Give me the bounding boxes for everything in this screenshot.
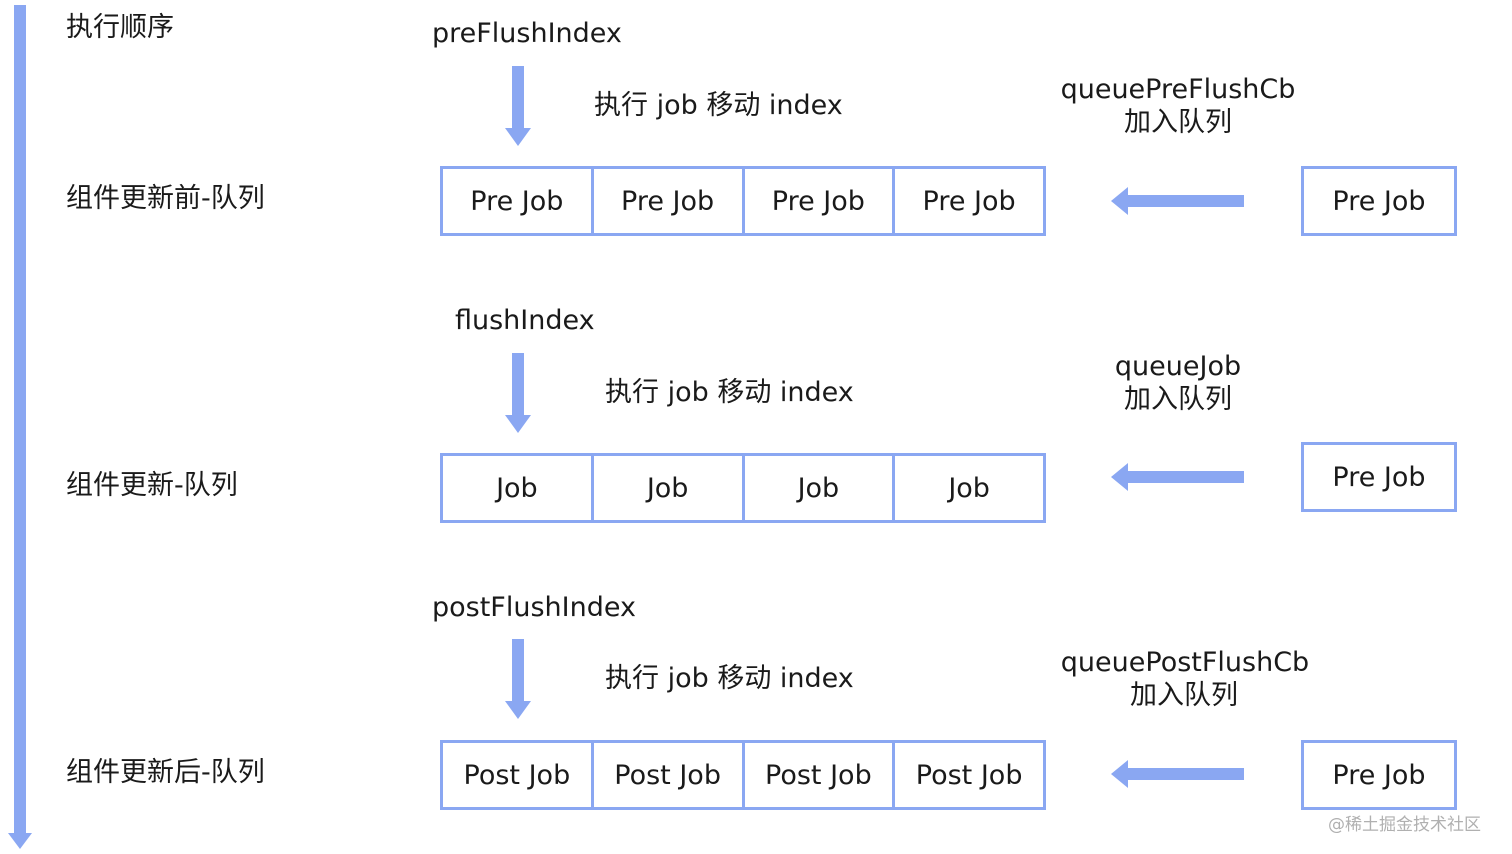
queue-cell: Job xyxy=(948,472,990,504)
enqueue-arrow-post xyxy=(1111,760,1244,788)
api-action-flush: 加入队列 xyxy=(1124,384,1232,415)
queue-cell: Job xyxy=(594,456,745,520)
timeline-title: 执行顺序 xyxy=(66,12,174,43)
index-arrow-pre xyxy=(505,66,531,146)
queue-cell: Post Job xyxy=(443,743,594,807)
queue-cell: Pre Job xyxy=(443,169,594,233)
api-name-flush: queueJob xyxy=(1114,351,1242,382)
section-label-pre: 组件更新前-队列 xyxy=(66,183,265,214)
queue-post: Post Job Post Job Post Job Post Job xyxy=(440,740,1046,810)
queue-cell: Job xyxy=(745,456,896,520)
api-action-post: 加入队列 xyxy=(1130,680,1238,711)
enqueue-arrow-pre xyxy=(1111,187,1244,215)
index-arrow-post xyxy=(505,639,531,719)
api-action-pre: 加入队列 xyxy=(1124,107,1232,138)
queue-cell: Post Job xyxy=(745,743,896,807)
queue-flush: Job Job Job Job xyxy=(440,453,1046,523)
watermark: @稀土掘金技术社区 xyxy=(1328,815,1481,835)
queue-cell: Post Job xyxy=(594,743,745,807)
section-label-post: 组件更新后-队列 xyxy=(66,757,265,788)
index-name-post: postFlushIndex xyxy=(432,592,636,623)
queue-cell: Pre Job xyxy=(922,185,1016,217)
incoming-job-flush: Pre Job xyxy=(1301,442,1457,512)
enqueue-arrow-flush xyxy=(1111,463,1244,491)
incoming-job-pre: Pre Job xyxy=(1301,166,1457,236)
timeline-arrow xyxy=(8,5,32,849)
api-name-pre: queuePreFlushCb xyxy=(1060,74,1296,105)
index-name-pre: preFlushIndex xyxy=(432,18,622,49)
queue-cell: Post Job xyxy=(915,759,1023,791)
queue-cell: Pre Job xyxy=(594,169,745,233)
section-label-flush: 组件更新-队列 xyxy=(66,470,238,501)
move-text-post: 执行 job 移动 index xyxy=(605,663,854,694)
move-text-flush: 执行 job 移动 index xyxy=(605,377,854,408)
api-name-post: queuePostFlushCb xyxy=(1060,647,1310,678)
queue-cell: Pre Job xyxy=(745,169,896,233)
index-arrow-flush xyxy=(505,353,531,433)
move-text-pre: 执行 job 移动 index xyxy=(594,90,843,121)
incoming-job-post: Pre Job xyxy=(1301,740,1457,810)
queue-pre: Pre Job Pre Job Pre Job Pre Job xyxy=(440,166,1046,236)
index-name-flush: flushIndex xyxy=(455,305,595,336)
queue-cell: Job xyxy=(443,456,594,520)
